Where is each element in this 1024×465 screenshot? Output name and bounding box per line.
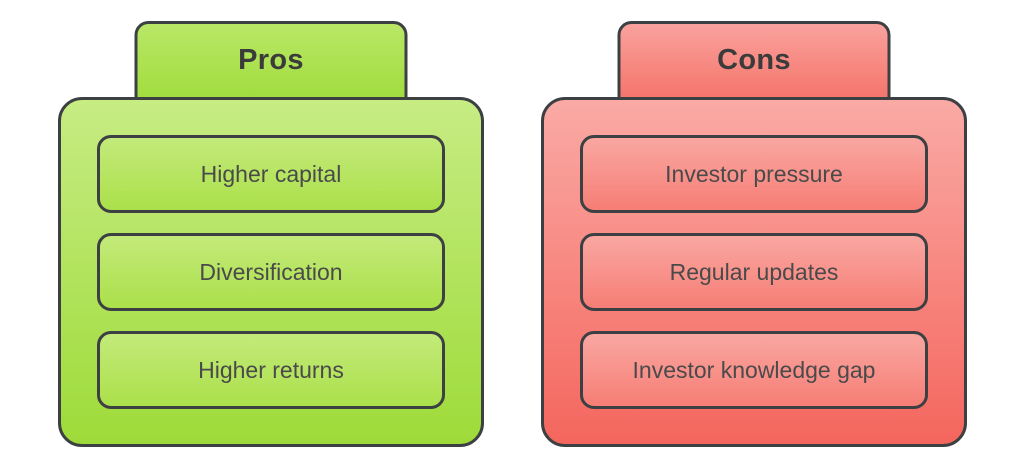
cons-item: Investor knowledge gap bbox=[580, 331, 928, 409]
pros-item: Higher returns bbox=[97, 331, 445, 409]
pros-item: Diversification bbox=[97, 233, 445, 311]
cons-tab-label: Cons bbox=[717, 44, 791, 76]
cons-card: Cons Investor pressure Regular updates I… bbox=[541, 0, 967, 465]
pros-card: Pros Higher capital Diversification High… bbox=[58, 0, 484, 465]
cons-item: Regular updates bbox=[580, 233, 928, 311]
pros-item: Higher capital bbox=[97, 135, 445, 213]
pros-tab-label: Pros bbox=[238, 44, 304, 76]
cons-item: Investor pressure bbox=[580, 135, 928, 213]
pros-card-body: Higher capital Diversification Higher re… bbox=[58, 97, 484, 447]
cons-card-body: Investor pressure Regular updates Invest… bbox=[541, 97, 967, 447]
